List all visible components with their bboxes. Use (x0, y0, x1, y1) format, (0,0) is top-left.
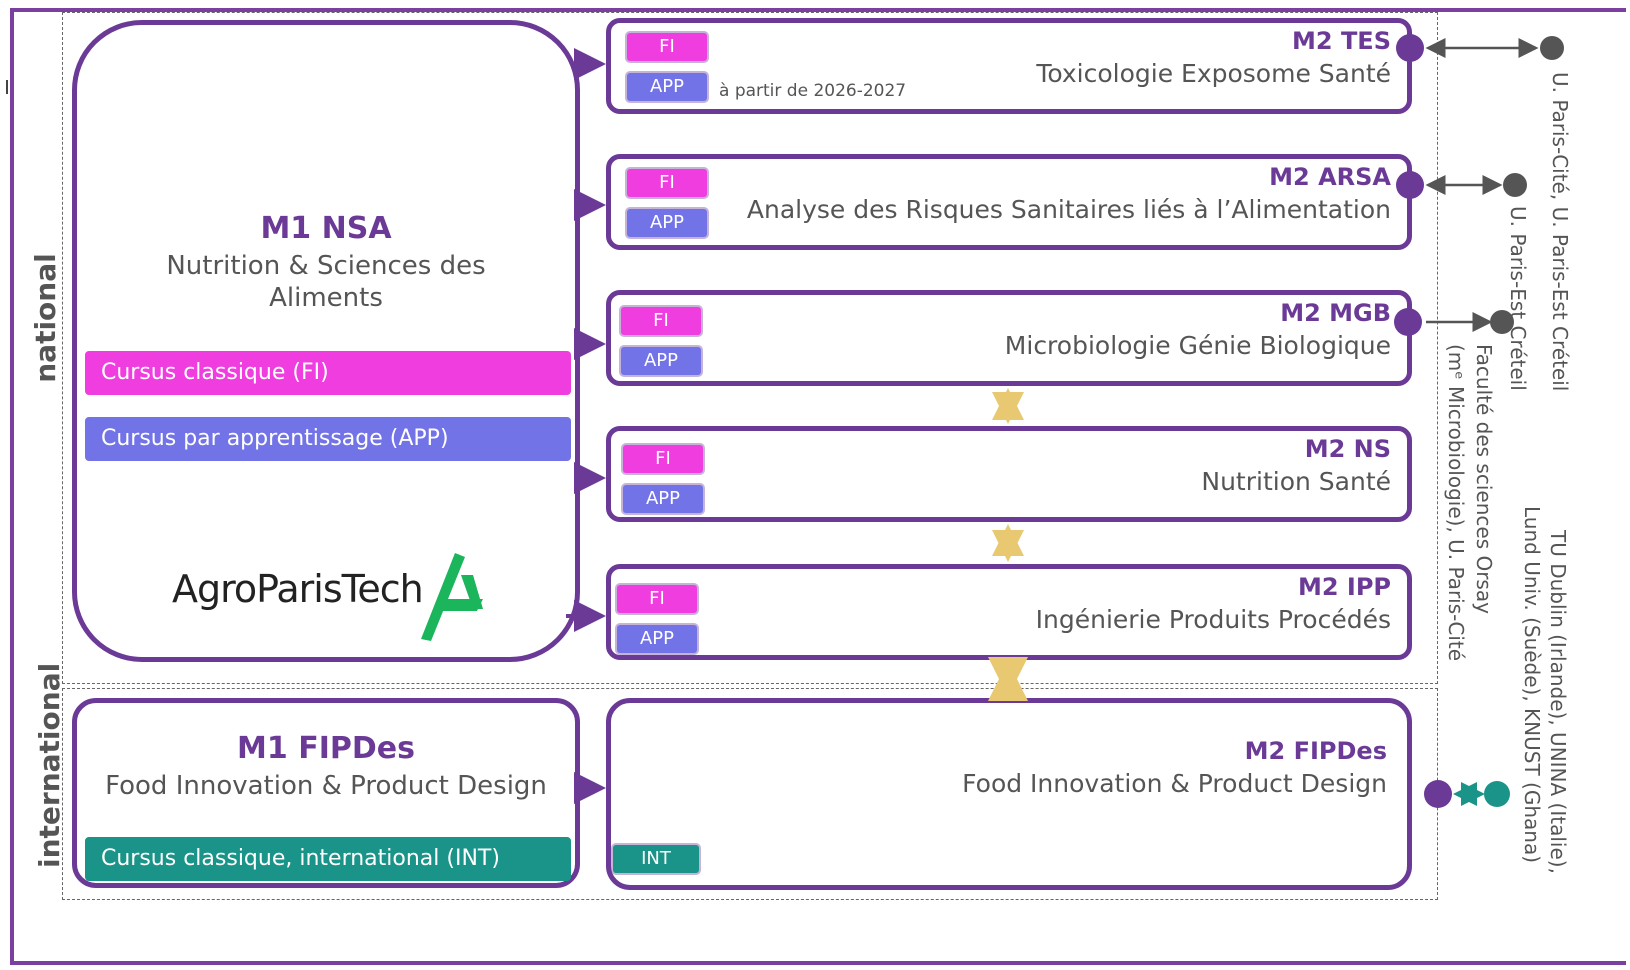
m2-arsa-code: M2 ARSA (1269, 163, 1391, 191)
app-chip: APP (623, 485, 703, 513)
m2-ns-box: FI APP M2 NS Nutrition Santé (606, 426, 1412, 522)
m2-tes-name: Toxicologie Exposome Santé (1036, 59, 1391, 88)
m2-mgb-box: FI APP M2 MGB Microbiologie Génie Biolog… (606, 290, 1412, 386)
m1-nsa-name-line1: Nutrition & Sciences des (166, 251, 486, 281)
m1-nsa-code: M1 NSA (260, 211, 392, 246)
fi-chip: FI (617, 585, 697, 613)
cursus-classique-fi-bar: Cursus classique (FI) (85, 351, 571, 395)
m2-ns-code: M2 NS (1304, 435, 1391, 463)
m1-fipdes-code: M1 FIPDes (237, 731, 415, 766)
diagram-frame (10, 8, 1626, 965)
cursus-apprentissage-app-bar: Cursus par apprentissage (APP) (85, 417, 571, 461)
fi-chip: FI (623, 445, 703, 473)
m2-fipdes-name: Food Innovation & Product Design (962, 769, 1387, 798)
m2-mgb-code: M2 MGB (1280, 299, 1391, 327)
app-chip: APP (621, 347, 701, 375)
m2-arsa-box: FI APP M2 ARSA Analyse des Risques Sanit… (606, 154, 1412, 250)
cursus-international-int-bar: Cursus classique, international (INT) (85, 837, 571, 881)
m2-tes-note: à partir de 2026-2027 (719, 81, 907, 101)
m1-fipdes-name: Food Innovation & Product Design (105, 771, 547, 801)
agroparistech-logo-text: AgroParisTech (172, 567, 424, 611)
m2-fipdes-code: M2 FIPDes (1244, 737, 1387, 765)
fi-chip: FI (627, 169, 707, 197)
m2-ipp-box: FI APP M2 IPP Ingénierie Produits Procéd… (606, 564, 1412, 660)
app-chip: APP (627, 73, 707, 101)
fi-chip: FI (627, 33, 707, 61)
partner-links (1394, 34, 1564, 808)
app-chip: APP (627, 209, 707, 237)
m2-ipp-code: M2 IPP (1297, 573, 1391, 601)
app-chip: APP (617, 625, 697, 653)
m2-tes-box: FI APP à partir de 2026-2027 M2 TES Toxi… (606, 18, 1412, 114)
agroparistech-logo-icon (421, 553, 483, 641)
m1-fipdes-box: M1 FIPDes Food Innovation & Product Desi… (72, 698, 580, 888)
frame-corner-mark (0, 80, 8, 94)
int-chip: INT (613, 845, 699, 873)
m2-ipp-name: Ingénierie Produits Procédés (1035, 605, 1391, 634)
m2-ns-name: Nutrition Santé (1201, 467, 1391, 496)
m2-tes-code: M2 TES (1292, 27, 1391, 55)
m1-nsa-name-line2: Aliments (269, 283, 383, 313)
arrow-right-icon (566, 48, 606, 804)
m2-mgb-name: Microbiologie Génie Biologique (1004, 331, 1391, 360)
fi-chip: FI (621, 307, 701, 335)
m1-nsa-box: M1 NSA Nutrition & Sciences des Aliments… (72, 20, 580, 662)
m2-fipdes-box: M2 FIPDes Food Innovation & Product Desi… (606, 698, 1412, 890)
national-band (62, 12, 1438, 684)
m2-arsa-name: Analyse des Risques Sanitaires liés à l’… (746, 195, 1391, 224)
